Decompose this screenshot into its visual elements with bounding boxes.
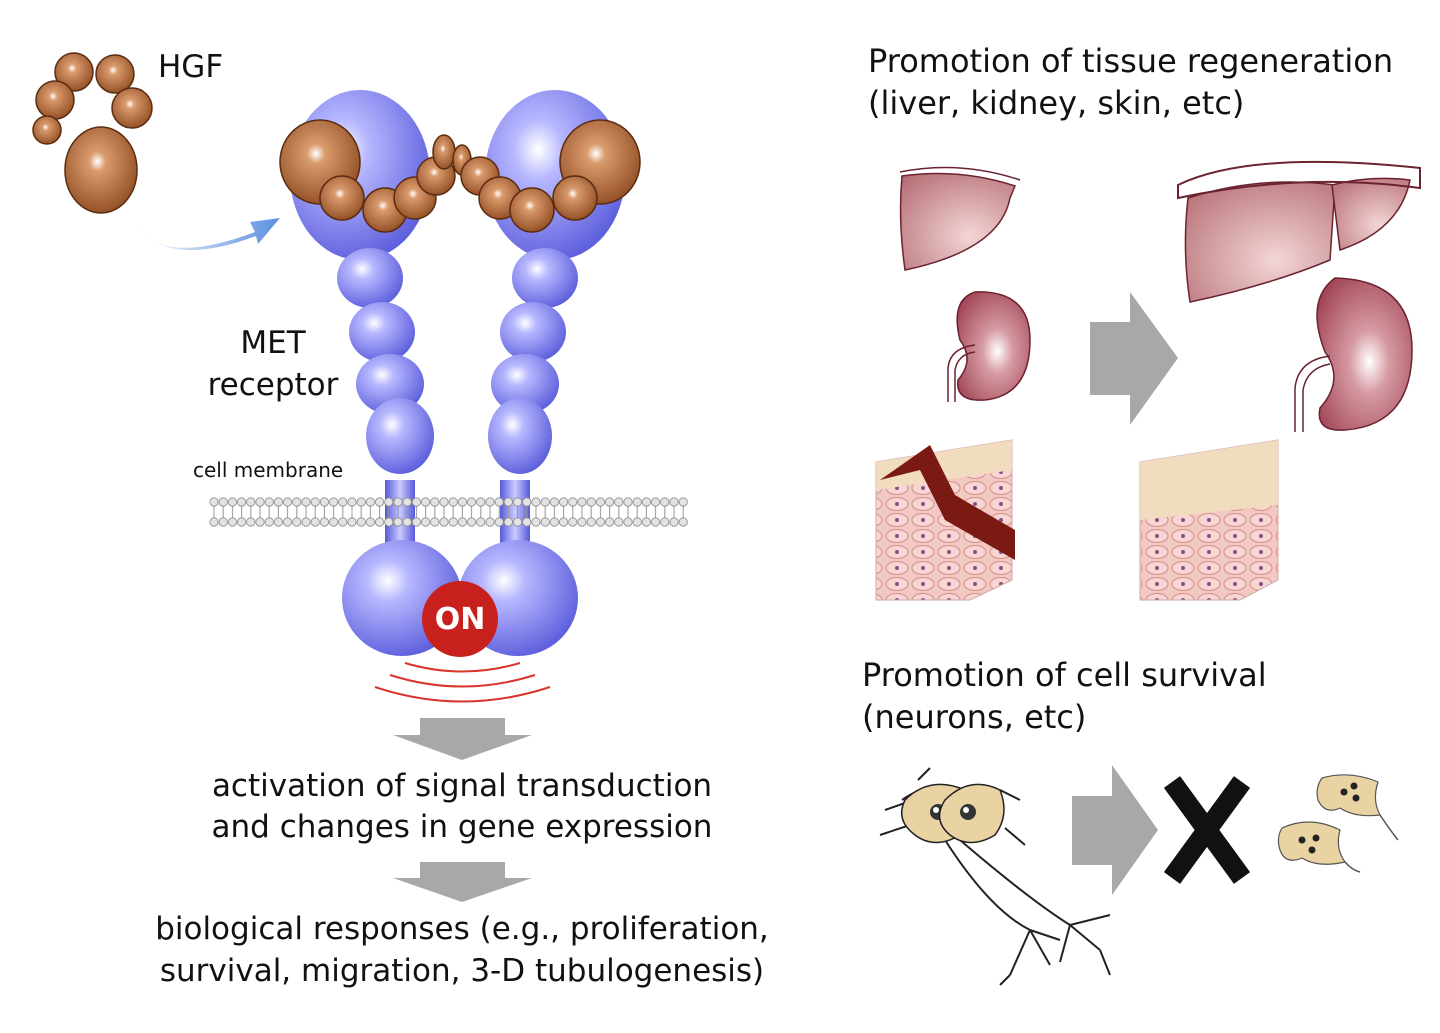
binding-arrow xyxy=(135,218,280,251)
signal-waves xyxy=(374,662,551,703)
biological-responses-line2: survival, migration, 3-D tubulogenesis) xyxy=(159,953,765,989)
on-badge-label: ON xyxy=(434,602,486,637)
signal-transduction-line2: and changes in gene expression xyxy=(211,809,713,845)
neuron-bodies xyxy=(900,783,1005,844)
met-receptor xyxy=(290,90,625,656)
biological-responses-line1: biological responses (e.g., proliferatio… xyxy=(155,911,769,947)
large-liver xyxy=(1177,160,1421,303)
met-label-line2: receptor xyxy=(207,367,339,403)
cell-membrane xyxy=(209,497,688,527)
hgf-molecule xyxy=(32,52,153,214)
signal-transduction-line1: activation of signal transduction xyxy=(211,768,713,804)
small-liver xyxy=(899,166,1021,271)
hgf-label: HGF xyxy=(158,49,224,85)
survival-title-line2: (neurons, etc) xyxy=(862,698,1087,736)
right-arrow-regeneration xyxy=(1090,292,1178,425)
cross-mark xyxy=(1163,776,1251,884)
down-arrow-1 xyxy=(393,718,532,760)
neurons xyxy=(879,767,1111,986)
small-kidney xyxy=(947,291,1031,402)
dying-cells xyxy=(1277,774,1399,873)
bound-hgf xyxy=(279,119,641,233)
regeneration-title-line1: Promotion of tissue regeneration xyxy=(868,42,1394,80)
right-arrow-survival xyxy=(1072,765,1158,895)
cell-membrane-label: cell membrane xyxy=(193,458,344,482)
on-badge-circle xyxy=(422,581,498,657)
survival-title-line1: Promotion of cell survival xyxy=(862,656,1267,694)
damaged-skin xyxy=(875,439,1015,601)
regeneration-title-line2: (liver, kidney, skin, etc) xyxy=(868,84,1245,122)
healed-skin xyxy=(1139,439,1279,601)
large-kidney xyxy=(1294,277,1413,432)
down-arrow-2 xyxy=(393,862,532,902)
met-label-line1: MET xyxy=(240,325,306,361)
